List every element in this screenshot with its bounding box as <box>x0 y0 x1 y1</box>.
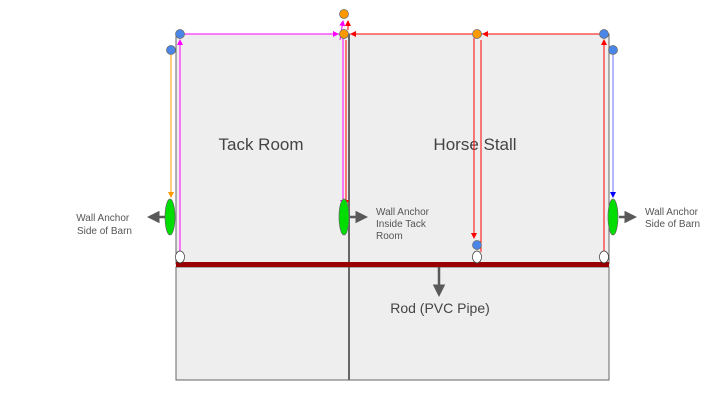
pulley-blue <box>472 240 482 250</box>
rod <box>176 262 609 267</box>
lower-wall-left <box>175 266 350 381</box>
wall-anchor-right <box>607 198 619 236</box>
wall-anchor-left <box>164 198 176 236</box>
callout-arrows <box>147 210 637 297</box>
pulley-orange <box>472 29 482 39</box>
rod-eyelet <box>472 250 482 264</box>
wall-anchor-middle <box>338 198 350 236</box>
tack-room-wall <box>175 33 350 265</box>
anchor-right-label: Wall Anchor Side of Barn <box>645 207 701 230</box>
horse-stall-label: Horse Stall <box>433 135 516 154</box>
lower-wall-right <box>348 266 610 381</box>
anchor-middle-label: Wall Anchor Inside Tack Room <box>376 207 432 242</box>
rod-eyelet <box>599 250 609 264</box>
horse-stall-wall <box>348 33 610 265</box>
pulley-orange <box>339 9 349 19</box>
ropes <box>168 20 616 252</box>
pulley-blue <box>175 29 185 39</box>
pulley-blue <box>608 45 618 55</box>
anchor-left-label: Wall Anchor Side of Barn <box>76 213 132 237</box>
pulley-blue <box>599 29 609 39</box>
rod-label: Rod (PVC Pipe) <box>390 300 490 316</box>
tack-room-label: Tack Room <box>218 135 303 154</box>
pulley-blue <box>166 45 176 55</box>
rod-eyelet <box>175 250 185 264</box>
pulley-orange <box>339 29 349 39</box>
